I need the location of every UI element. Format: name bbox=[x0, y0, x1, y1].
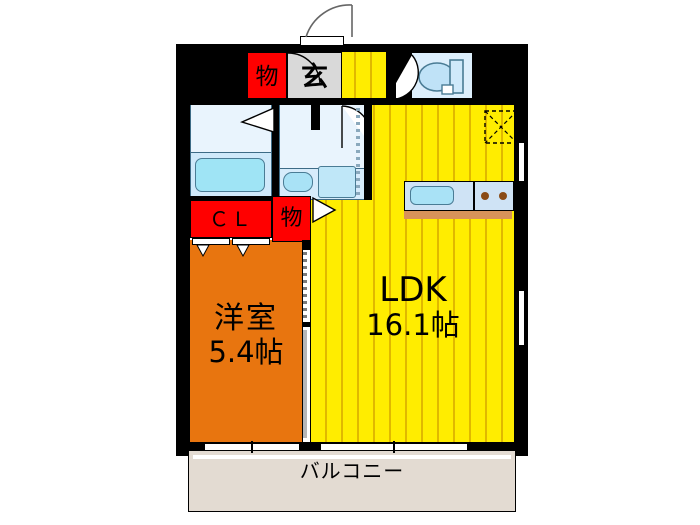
bathroom-door-icon bbox=[240, 106, 275, 133]
closet-sliding-door-right bbox=[232, 238, 270, 245]
east-window-upper bbox=[518, 142, 525, 182]
balcony-door-ldk-mullion bbox=[393, 441, 395, 453]
storage-top bbox=[247, 52, 287, 104]
wall-under-entry bbox=[190, 98, 372, 105]
closet-cl-label: ＣＬ bbox=[209, 206, 253, 231]
stove-burners-icon bbox=[481, 192, 507, 200]
kitchen-sink-icon bbox=[410, 186, 454, 205]
closet-door-arrows-icon bbox=[196, 244, 250, 258]
ldk-label-line1: LDK bbox=[379, 269, 447, 310]
wall-right bbox=[514, 44, 528, 456]
washroom-edge-dots bbox=[356, 108, 360, 196]
wall-wet-right bbox=[364, 104, 372, 200]
wall-under-toilet bbox=[372, 98, 528, 105]
genkan-label: 玄 bbox=[301, 62, 328, 94]
wall-corridor-right bbox=[386, 44, 396, 100]
front-door-swing-icon bbox=[305, 4, 353, 38]
washitsu-floor bbox=[190, 240, 302, 442]
front-door-sill bbox=[300, 36, 344, 46]
toilet-icon bbox=[418, 59, 464, 95]
air-conditioner-mark-icon bbox=[484, 110, 518, 144]
bathtub-icon bbox=[195, 158, 265, 192]
partition-sliding-panel-upper bbox=[303, 252, 307, 318]
wall-toilet-right bbox=[473, 44, 528, 104]
storage-mid-label: 物 bbox=[280, 205, 303, 231]
balcony-inner-line bbox=[193, 455, 511, 459]
genkan-inner-door-icon bbox=[287, 52, 321, 86]
ldk-label-line2: 16.1帖 bbox=[366, 308, 460, 343]
balcony-area bbox=[188, 450, 516, 512]
wall-left bbox=[176, 44, 190, 456]
storage-top-label: 物 bbox=[255, 64, 279, 91]
kitchen-stove-divider bbox=[473, 181, 475, 211]
wall-partition-top bbox=[302, 240, 311, 250]
storage-mid bbox=[272, 196, 311, 242]
closet-sliding-door-left bbox=[192, 238, 230, 245]
balcony-label: バルコニー bbox=[299, 458, 405, 483]
wall-wet-lower bbox=[190, 196, 272, 201]
washing-machine-icon bbox=[318, 166, 356, 198]
partition-sliding-panel-lower bbox=[303, 330, 307, 438]
wash-basin-icon bbox=[283, 172, 313, 192]
kitchen-counter-wood bbox=[404, 210, 512, 219]
genkan-area bbox=[287, 52, 342, 104]
wall-bath-washroom bbox=[272, 104, 279, 200]
ldk-corridor-floor bbox=[340, 52, 386, 104]
closet-cl bbox=[190, 200, 272, 238]
east-window-lower bbox=[518, 290, 525, 346]
washitsu-label-line2: 5.4帖 bbox=[208, 335, 284, 370]
balcony-door-room-mullion bbox=[251, 441, 253, 453]
storage-door-icon bbox=[312, 196, 337, 224]
washitsu-label-line1: 洋室 bbox=[214, 300, 278, 336]
wall-kitchen-stub bbox=[311, 104, 320, 130]
partition-mullion bbox=[302, 322, 311, 327]
wall-storage-left bbox=[190, 44, 247, 104]
